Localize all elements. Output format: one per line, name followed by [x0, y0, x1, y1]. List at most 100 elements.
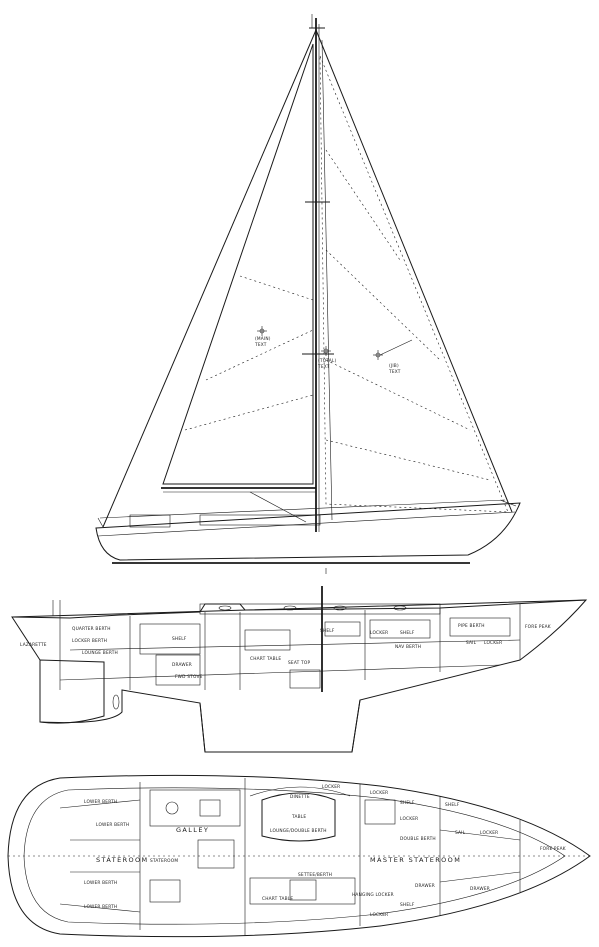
jib-area-label-1: (JIB)	[389, 363, 399, 369]
saloon-table	[261, 792, 336, 842]
headsail-panel-2	[325, 249, 441, 361]
sail-plan-sheer-stripe	[97, 511, 516, 537]
plan-label-shelf-3: SHELF	[445, 802, 460, 808]
inboard-profile: LAZARETTE QUARTER BERTH LOCKER BERTH LOU…	[11, 586, 588, 753]
plan-label-lower-berth-2: LOWER BERTH	[96, 822, 129, 828]
plan-label-sail-locker: LOCKER	[480, 830, 498, 836]
portlight-1	[218, 605, 232, 611]
plan-label-master-stateroom: MASTER STATEROOM	[370, 856, 461, 864]
accommodation-plan: LOCKER FORE PEAK DINETTE LOCKER SHELF LO…	[7, 774, 591, 938]
plan-label-galley: GALLEY	[176, 826, 209, 834]
saloon-lockers	[324, 621, 361, 637]
keel	[199, 699, 361, 753]
engine	[155, 654, 201, 686]
profile-sole	[59, 664, 501, 681]
plan-label-chart-table: CHART TABLE	[262, 896, 293, 902]
main-area-label-2: TEXT	[254, 342, 267, 348]
plan-label-dinette: DINETTE	[290, 794, 310, 800]
plan-label-lower-berth-1: LOWER BERTH	[84, 799, 117, 805]
plan-label-shelf-4: SHELF	[400, 902, 415, 908]
plan-label-locker-3: LOCKER	[400, 816, 418, 822]
propeller	[112, 694, 120, 710]
profile-label-pipe-berth: PIPE BERTH	[458, 623, 485, 629]
plan-label-lower-berth-3: LOWER BERTH	[84, 880, 117, 886]
portlight-2	[283, 605, 297, 611]
pipe-berth	[449, 617, 511, 637]
plan-label-sail: SAIL	[455, 830, 466, 836]
total-centroid-mark	[321, 346, 331, 356]
aft-berth-upper-edge	[59, 799, 141, 809]
plan-label-shelf-2: SHELF	[400, 800, 415, 806]
plan-label-locker-4: LOCKER	[370, 912, 388, 918]
companionway-steps	[149, 879, 181, 903]
holding-tank	[289, 669, 321, 689]
engine-box	[197, 839, 235, 869]
profile-label-lazarette: LAZARETTE	[20, 642, 47, 648]
aft-berth-lower-edge	[59, 903, 141, 913]
chart-table-block	[289, 879, 317, 901]
plan-label-lounge-berth: LOUNGE/DOUBLE BERTH	[270, 828, 327, 834]
fwd-berth-lower	[439, 871, 521, 883]
portlight-4	[393, 605, 407, 611]
headsail-panel-3	[325, 359, 471, 431]
profile-label-chart-table: CHART TABLE	[250, 656, 281, 662]
plan-label-settee-berth: SETTEE/BERTH	[298, 872, 332, 878]
backstay	[102, 29, 317, 528]
plan-label-stateroom-2: STATEROOM	[150, 858, 178, 864]
saloon-settee	[244, 629, 291, 651]
profile-label-locker: LOCKER	[370, 630, 388, 636]
mainsail-leech-batten	[239, 275, 314, 301]
profile-label-sail-locker: LOCKER	[484, 640, 502, 646]
jib-area-label-2: TEXT	[388, 369, 401, 375]
plan-label-lower-berth-4: LOWER BERTH	[84, 904, 117, 910]
profile-label-drawer: DRAWER	[172, 662, 192, 668]
profile-label-shelf-fwd: SHELF	[400, 630, 415, 636]
stern-rail	[97, 517, 104, 528]
forestay	[315, 29, 513, 513]
fwd-berth-upper	[439, 829, 521, 841]
profile-label-seat-top: SEAT TOP	[288, 660, 310, 666]
mainsail	[162, 43, 314, 485]
profile-berth-line	[69, 639, 521, 651]
plan-label-drawer: DRAWER	[415, 883, 435, 889]
plan-label-double-berth: DOUBLE BERTH	[400, 836, 436, 842]
mainsail-panel-2	[184, 394, 314, 431]
total-area-label-2: TEXT	[317, 364, 330, 370]
main-centroid-mark	[257, 326, 267, 336]
profile-label-nav-berth: NAV BERTH	[395, 644, 421, 650]
profile-label-fore-peak: FORE PEAK	[525, 624, 551, 630]
plan-label-table: TABLE	[291, 814, 306, 820]
profile-label-lounge-berth: LOUNGE BERTH	[82, 650, 118, 656]
headsail	[319, 55, 509, 513]
rudder	[39, 659, 105, 724]
head-compartment	[364, 799, 396, 825]
jib-centroid-mark	[373, 350, 383, 360]
sail-plan-hull	[95, 502, 521, 561]
headsail-panel-1	[325, 149, 401, 261]
profile-hull	[11, 599, 588, 753]
portlight-3	[333, 605, 347, 611]
profile-label-locker-berth: LOCKER BERTH	[72, 638, 107, 644]
plan-label-hanging-locker: HANGING LOCKER	[352, 892, 394, 898]
galley-cabinets	[139, 623, 201, 655]
pulpit	[499, 499, 517, 507]
plan-label-drawer-2: DRAWER	[470, 886, 490, 892]
shroud	[321, 39, 333, 521]
headsail-panel-4	[325, 439, 491, 481]
settee-berth	[249, 877, 356, 905]
profile-label-shelf-aft: SHELF	[172, 636, 187, 642]
plan-label-stateroom-port: STATEROOM	[96, 856, 149, 864]
main-area-label-1: (MAIN)	[255, 336, 271, 342]
profile-label-sail: SAIL	[466, 640, 477, 646]
jib-leader-line	[379, 339, 413, 356]
total-area-label-1: (TOTAL)	[318, 358, 337, 364]
profile-label-quarter-berth: QUARTER BERTH	[72, 626, 111, 632]
boom-vang	[249, 491, 307, 523]
plan-label-fore-peak: FORE PEAK	[540, 846, 566, 852]
plan-label-locker-top: LOCKER	[322, 784, 340, 790]
dodger	[129, 514, 171, 528]
sail-plan: (MAIN) TEXT (TOTAL) TEXT (JIB) TEXT	[95, 14, 521, 574]
cabin-trunk	[199, 514, 321, 526]
galley-sink	[199, 799, 221, 817]
